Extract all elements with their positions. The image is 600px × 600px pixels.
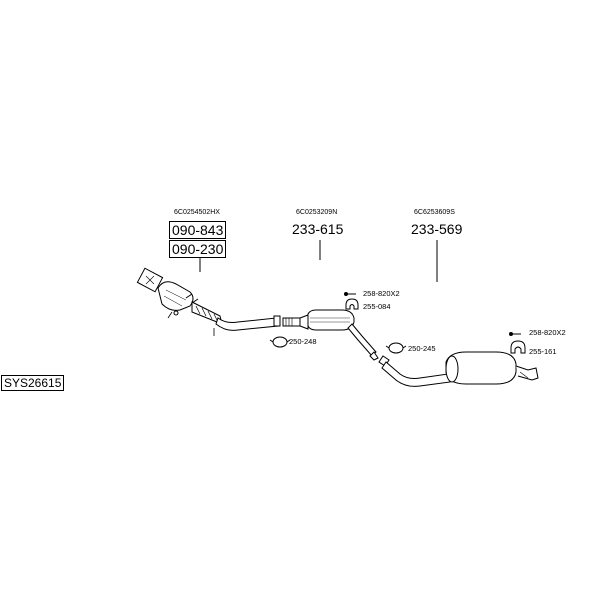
catalytic-converter-part xyxy=(136,267,281,336)
part-number-233-569: 233-569 xyxy=(411,221,463,237)
rear-silencer-part xyxy=(378,351,539,387)
middle-silencer-part xyxy=(282,309,379,361)
oem-number-middle: 6C0253209N xyxy=(296,209,338,216)
callout-bolt-2: 258-820X2 xyxy=(529,328,566,337)
callout-clamp-1: 250-248 xyxy=(289,337,317,346)
callout-bolt-1: 258-820X2 xyxy=(363,289,400,298)
callout-hanger-1: 255-084 xyxy=(363,302,391,311)
oem-number-rear: 6C6253609S xyxy=(414,209,455,216)
system-code-label: SYS26615 xyxy=(1,375,65,391)
bolt-icon xyxy=(344,292,356,296)
part-number-090-843: 090-843 xyxy=(169,221,227,239)
bolt-icon xyxy=(509,332,521,336)
callout-hanger-2: 255-161 xyxy=(529,347,557,356)
clamp-icon xyxy=(269,336,291,348)
callout-clamp-2: 250-245 xyxy=(408,344,436,353)
part-number-090-230: 090-230 xyxy=(169,240,227,258)
hanger-icon xyxy=(510,340,526,354)
clamp-icon xyxy=(385,342,407,354)
oem-number-catalyst: 6C0254502HX xyxy=(174,209,220,216)
part-number-233-615: 233-615 xyxy=(292,221,344,237)
hanger-icon xyxy=(345,298,359,310)
